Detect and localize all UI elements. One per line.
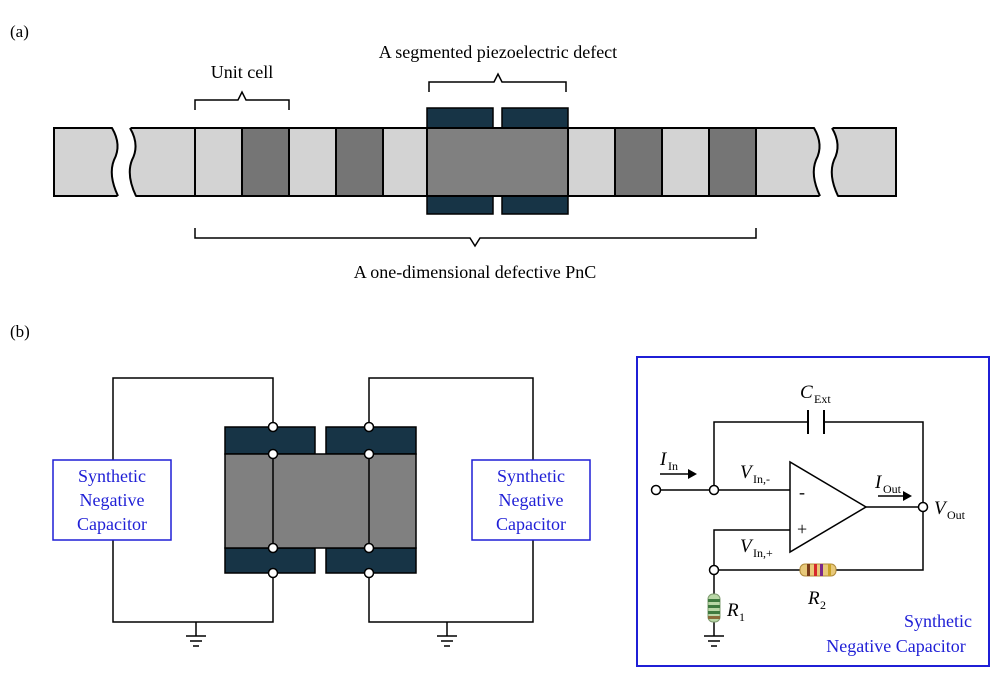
ground-icon <box>186 635 206 647</box>
circuit-title-line2: Negative Capacitor <box>826 636 965 656</box>
arrow-icon <box>878 491 912 501</box>
defect-body <box>426 127 569 197</box>
panel-b-label: (b) <box>10 322 30 341</box>
svg-text:Negative: Negative <box>499 490 564 510</box>
svg-text:R: R <box>807 588 820 609</box>
svg-text:Synthetic: Synthetic <box>497 466 565 486</box>
svg-text:In,+: In,+ <box>753 546 773 560</box>
svg-text:Out: Out <box>883 482 902 496</box>
terminal-nodes <box>267 421 375 579</box>
pnc-label: A one-dimensional defective PnC <box>354 262 596 282</box>
svg-text:2: 2 <box>820 598 826 612</box>
svg-text:I: I <box>874 472 883 493</box>
dark-segment <box>241 127 290 197</box>
defect-cross-section <box>224 426 417 574</box>
resistor-icon <box>707 593 721 623</box>
svg-text:Synthetic: Synthetic <box>78 466 146 486</box>
svg-text:-: - <box>799 482 805 502</box>
ground-icon <box>437 635 457 647</box>
arrow-icon <box>660 469 697 479</box>
panel-a-label: (a) <box>10 22 29 41</box>
snc-circuit-panel: C Ext - + I In V In,- V In,+ I Out V Out <box>636 356 990 667</box>
op-amp-icon <box>789 460 868 554</box>
snc-box-left: Synthetic Negative Capacitor <box>52 459 172 541</box>
unit-cell-label: Unit cell <box>211 62 273 82</box>
circuit-title-line1: Synthetic <box>904 611 972 631</box>
svg-text:Out: Out <box>947 508 966 522</box>
defect-bracket <box>428 72 567 92</box>
svg-text:Capacitor: Capacitor <box>77 514 147 534</box>
defect-wiring <box>112 377 534 636</box>
resistor-icon <box>799 563 837 577</box>
capacitor-icon <box>807 410 825 434</box>
svg-text:C: C <box>800 382 813 403</box>
svg-text:I: I <box>659 449 668 470</box>
dark-segment <box>614 127 663 197</box>
svg-text:V: V <box>740 462 754 483</box>
svg-text:1: 1 <box>739 610 745 624</box>
dark-segment <box>335 127 384 197</box>
svg-text:R: R <box>726 600 739 621</box>
ground-icon <box>704 635 724 647</box>
unit-cell-bracket <box>194 90 290 110</box>
snc-box-right: Synthetic Negative Capacitor <box>471 459 591 541</box>
piezoelectric-defect <box>426 107 569 215</box>
input-terminal <box>650 484 662 496</box>
svg-text:In,-: In,- <box>753 472 770 486</box>
svg-text:Ext: Ext <box>814 392 831 406</box>
pnc-bracket <box>194 228 757 248</box>
svg-text:V: V <box>740 536 754 557</box>
svg-text:In: In <box>668 459 678 473</box>
defect-label: A segmented piezoelectric defect <box>379 42 617 62</box>
output-terminal <box>917 501 929 513</box>
svg-text:+: + <box>797 519 807 539</box>
svg-text:Negative: Negative <box>80 490 145 510</box>
dark-segment <box>708 127 757 197</box>
svg-text:Capacitor: Capacitor <box>496 514 566 534</box>
svg-text:V: V <box>934 498 948 519</box>
